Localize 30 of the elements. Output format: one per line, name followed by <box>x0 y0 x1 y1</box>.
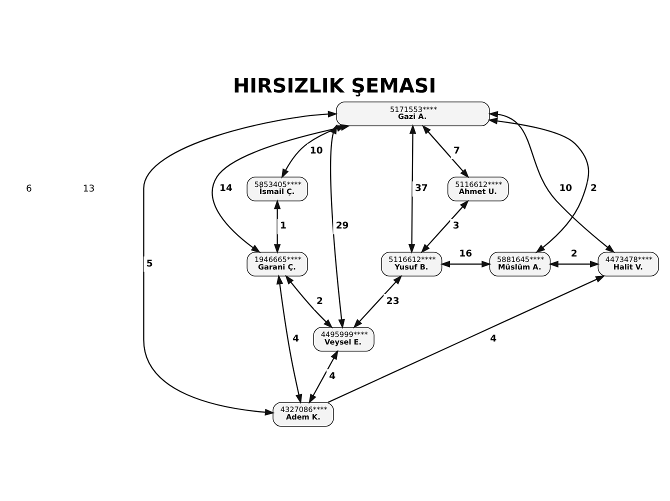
edge-label: 2 <box>316 296 324 307</box>
edge-label: 4 <box>292 333 300 344</box>
label: 13 <box>82 183 95 194</box>
arrow <box>285 274 333 328</box>
edge-label: 1 <box>280 220 286 232</box>
label: 6 <box>26 183 32 194</box>
arrow <box>330 124 345 329</box>
arrow <box>440 260 492 268</box>
edge-label: 16 <box>459 248 472 260</box>
edge-label: 7 <box>454 146 460 157</box>
edge-label: 10 <box>559 183 572 194</box>
arrow <box>548 260 600 268</box>
edge-label: 37 <box>414 183 428 194</box>
edge-label: 5 <box>146 258 153 270</box>
diagram-title: HIRSIZLIK ŞEMASI <box>232 74 436 98</box>
edge-label: 29 <box>336 220 349 232</box>
edge-label: 10 <box>310 146 323 157</box>
arrow <box>420 200 469 254</box>
edge-label: 4 <box>329 370 336 382</box>
edge-label: 23 <box>386 296 400 307</box>
arrow <box>488 118 590 254</box>
edge-label: 3 <box>452 220 460 232</box>
arrow <box>408 124 416 254</box>
edge-label: 2 <box>570 248 578 260</box>
arrow <box>488 110 615 254</box>
edge-label: 14 <box>219 183 232 194</box>
edge-label: 4 <box>490 333 497 344</box>
arrow <box>422 124 470 178</box>
arrow <box>274 199 281 254</box>
edge-label: 2 <box>590 183 597 194</box>
